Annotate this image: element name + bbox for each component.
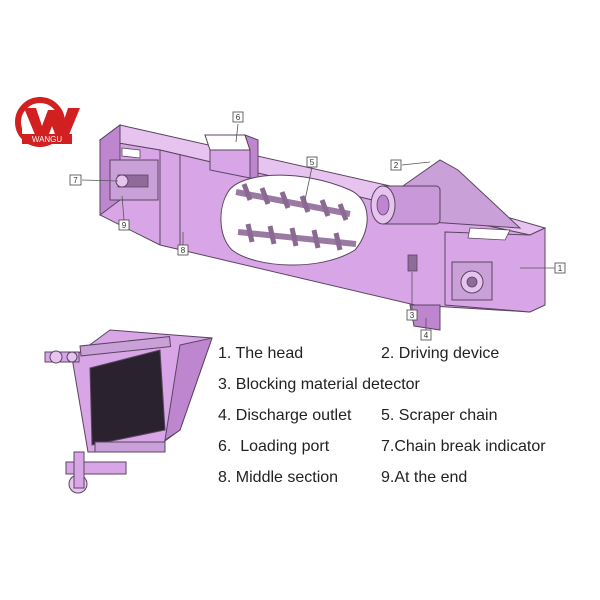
detail-upper-pin-2	[66, 351, 78, 363]
trough-interior-material	[89, 349, 166, 446]
callout-4: 4	[420, 329, 432, 341]
legend-item-1: 1. The head	[218, 345, 304, 362]
callout-6-number: 6	[236, 113, 241, 122]
legend-item-5: 5. Scraper chain	[381, 407, 498, 424]
legend-item-6: 6. Loading port	[218, 438, 330, 455]
loading-port	[204, 134, 259, 181]
leader-5	[304, 166, 313, 201]
leader-7	[81, 179, 119, 182]
legend-item-9: 9.At the end	[381, 469, 468, 486]
logo-text-band	[22, 134, 72, 144]
callout-4-number: 4	[424, 331, 429, 340]
conveyor-body	[98, 124, 547, 331]
head-top-slot	[467, 227, 511, 241]
callout-1: 1	[554, 262, 566, 274]
callout-5-number: 5	[310, 158, 315, 167]
detail-lower-scraper	[94, 441, 166, 453]
chain-strand-upper	[235, 189, 351, 217]
callout-2: 2	[390, 159, 402, 171]
cutaway-window	[220, 174, 368, 266]
detail-upper-pin	[49, 350, 63, 364]
legend-item-2: 2. Driving device	[381, 345, 500, 362]
callout-5: 5	[306, 156, 318, 168]
head-bearing-plate	[451, 261, 493, 301]
driving-device	[370, 159, 522, 229]
logo-text: WANGU	[32, 135, 63, 144]
scraper-flights-lower	[245, 223, 343, 251]
leader-6	[235, 123, 239, 143]
detail-upper-scraper	[79, 336, 172, 357]
scraper-flights-upper	[241, 183, 349, 221]
trough-cross-section	[44, 329, 213, 494]
leader-9	[121, 195, 125, 221]
callout-7: 7	[69, 174, 82, 186]
callout-9-number: 9	[122, 221, 127, 230]
head-section	[444, 227, 546, 313]
callout-7-number: 7	[73, 176, 78, 185]
loading-port-top	[204, 134, 251, 151]
callout-9: 9	[118, 219, 130, 231]
legend-item-3: 3. Blocking material detector	[218, 376, 420, 393]
callout-3: 3	[406, 309, 418, 321]
blocking-material-detector	[407, 254, 418, 272]
legend-item-8: 8. Middle section	[218, 469, 339, 486]
leader-lines	[81, 123, 555, 330]
head-sprocket-hub	[466, 276, 478, 288]
detail-chain-upper	[44, 336, 172, 364]
scraper-chain-lower	[237, 223, 357, 251]
callout-3-number: 3	[410, 311, 415, 320]
legend-item-4: 4. Discharge outlet	[218, 407, 352, 424]
detail-lower-link-vertical	[73, 451, 85, 489]
detail-chain-lower	[65, 441, 166, 494]
scraper-chain-upper	[235, 183, 351, 221]
callout-6: 6	[232, 111, 244, 123]
tail-section	[109, 147, 161, 245]
callout-2-number: 2	[394, 161, 399, 170]
legend-item-7: 7.Chain break indicator	[381, 438, 546, 455]
leader-2	[401, 161, 431, 166]
logo-w-mark	[24, 108, 80, 142]
tail-top-slot	[121, 147, 141, 159]
callout-8-number: 8	[181, 246, 186, 255]
callout-8: 8	[177, 244, 189, 256]
callout-1-number: 1	[558, 264, 563, 273]
drive-motor-hub	[376, 194, 390, 216]
wangu-logo: WANGU	[15, 97, 80, 147]
trough-side-face	[164, 337, 213, 442]
